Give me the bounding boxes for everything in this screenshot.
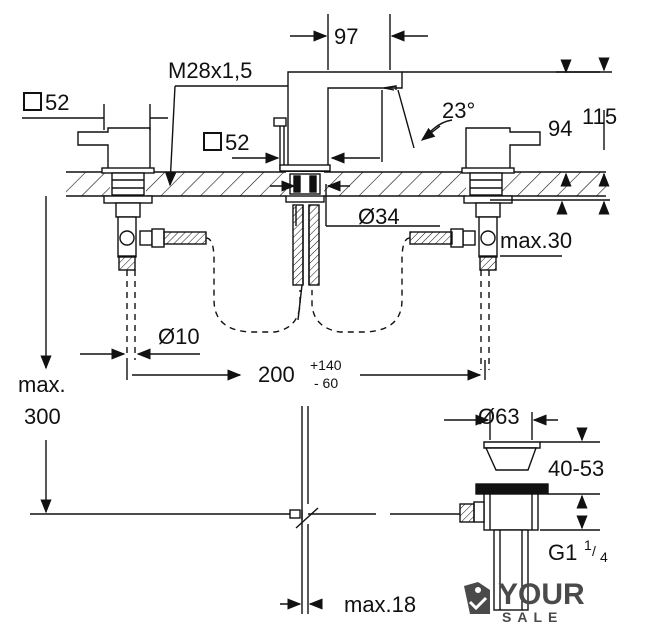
dim-square-left: 52 (45, 90, 69, 115)
square-symbol-left (23, 92, 42, 111)
dim-height-94: 94 (548, 116, 572, 141)
dim-range-40-53: 40-53 (548, 456, 604, 481)
watermark: YOUR SALE (464, 578, 585, 625)
dim-diameter-10: Ø10 (158, 324, 200, 349)
dim-g1-num: 1 (584, 537, 592, 553)
flex-hoses (126, 237, 490, 370)
dim-angle: 23° (442, 98, 475, 123)
dim-g1-slash: / (592, 543, 596, 559)
dim-g1-den: 4 (600, 549, 608, 565)
tag-hand-icon (464, 582, 490, 614)
dim-height-115: 115 (582, 104, 617, 129)
basin-wall (289, 406, 460, 614)
square-symbol-center (203, 132, 222, 151)
dim-max-label: max. (18, 372, 66, 397)
dim-width-97: 97 (334, 24, 358, 49)
watermark-line2: SALE (502, 609, 563, 625)
dim-spacing-minus: - 60 (314, 375, 338, 391)
dimension-lines (22, 14, 612, 515)
dim-max-value: 300 (24, 404, 61, 429)
dim-spacing-plus: +140 (310, 357, 342, 373)
watermark-line1: YOUR (498, 578, 585, 611)
dim-max-18: max.18 (344, 592, 416, 617)
left-valve (77, 127, 207, 271)
dim-square-center: 52 (225, 130, 249, 155)
right-valve (409, 127, 541, 271)
dim-diameter-34: Ø34 (358, 204, 400, 229)
dim-max-30: max.30 (500, 228, 572, 253)
countertop-section (66, 171, 606, 197)
dim-thread: M28x1,5 (168, 58, 252, 83)
drain-waste (280, 412, 600, 611)
dim-diameter-63: Ø63 (478, 404, 520, 429)
dim-g1-main: G1 (548, 540, 577, 565)
dim-spacing-main: 200 (258, 362, 295, 387)
